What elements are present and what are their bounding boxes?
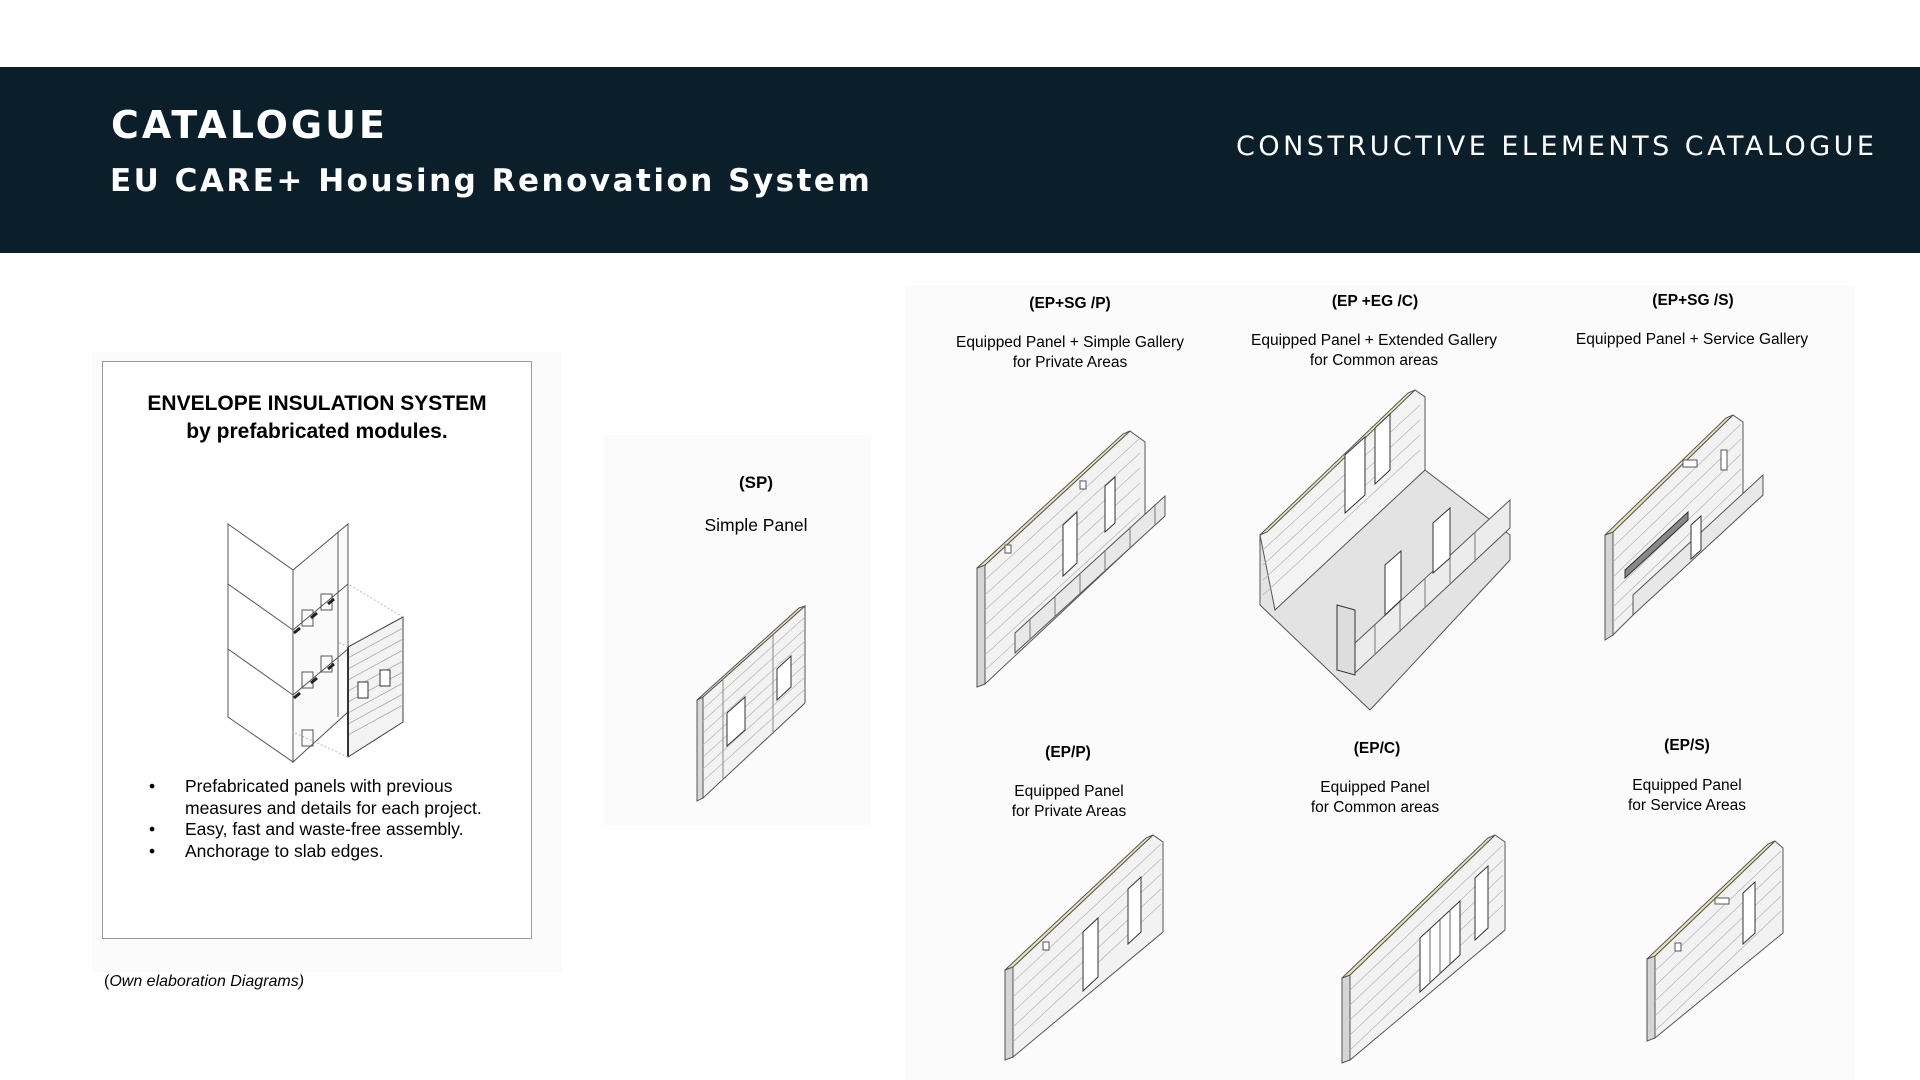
list-item: Easy, fast and waste-free assembly.	[149, 819, 515, 841]
ep-s-drawing	[1646, 840, 1784, 1042]
ep-sg-s-desc: Equipped Panel + Service Gallery	[1575, 331, 1809, 348]
envelope-insulation-box: ENVELOPE INSULATION SYSTEM by prefabrica…	[102, 361, 532, 939]
section-title: CONSTRUCTIVE ELEMENTS CATALOGUE	[1236, 131, 1878, 162]
ep-sg-s-code: (EP+SG /S)	[1652, 292, 1734, 309]
sp-label: Simple Panel	[704, 515, 808, 535]
envelope-feature-list: Prefabricated panels with previous measu…	[149, 776, 515, 863]
ep-s-desc: Equipped Panel for Service Areas	[1627, 777, 1747, 814]
page-subtitle: EU CARE+ Housing Renovation System	[110, 163, 873, 199]
ep-eg-c-code: (EP +EG /C)	[1331, 293, 1419, 310]
diagram-caption: (Own elaboration Diagrams)	[104, 973, 305, 990]
ep-p-desc: Equipped Panel for Private Areas	[1011, 783, 1127, 820]
ep-c-code: (EP/C)	[1353, 740, 1401, 757]
header-banner: CATALOGUE EU CARE+ Housing Renovation Sy…	[0, 67, 1920, 253]
ep-p-code: (EP/P)	[1045, 744, 1091, 761]
envelope-building-diagram	[227, 522, 404, 764]
simple-panel-drawing	[696, 604, 806, 802]
sp-code: (SP)	[739, 473, 773, 492]
ep-c-desc: Equipped Panel for Common areas	[1310, 779, 1440, 816]
ep-c-drawing	[1341, 834, 1506, 1064]
ep-eg-c-desc: Equipped Panel + Extended Gallery for Co…	[1250, 332, 1498, 369]
page-title: CATALOGUE	[111, 103, 388, 147]
ep-sg-p-code: (EP+SG /P)	[1029, 295, 1111, 312]
ep-s-code: (EP/S)	[1664, 737, 1710, 754]
list-item: Anchorage to slab edges.	[149, 841, 515, 863]
ep-sg-p-desc: Equipped Panel + Simple Gallery for Priv…	[956, 334, 1184, 371]
ep-p-drawing	[1004, 834, 1164, 1061]
ep-sg-s-drawing	[1604, 414, 1764, 641]
envelope-title: ENVELOPE INSULATION SYSTEM by prefabrica…	[147, 392, 487, 443]
ep-eg-c-drawing	[1259, 389, 1511, 711]
list-item: Prefabricated panels with previous measu…	[149, 776, 515, 819]
ep-sg-p-drawing	[976, 430, 1166, 688]
